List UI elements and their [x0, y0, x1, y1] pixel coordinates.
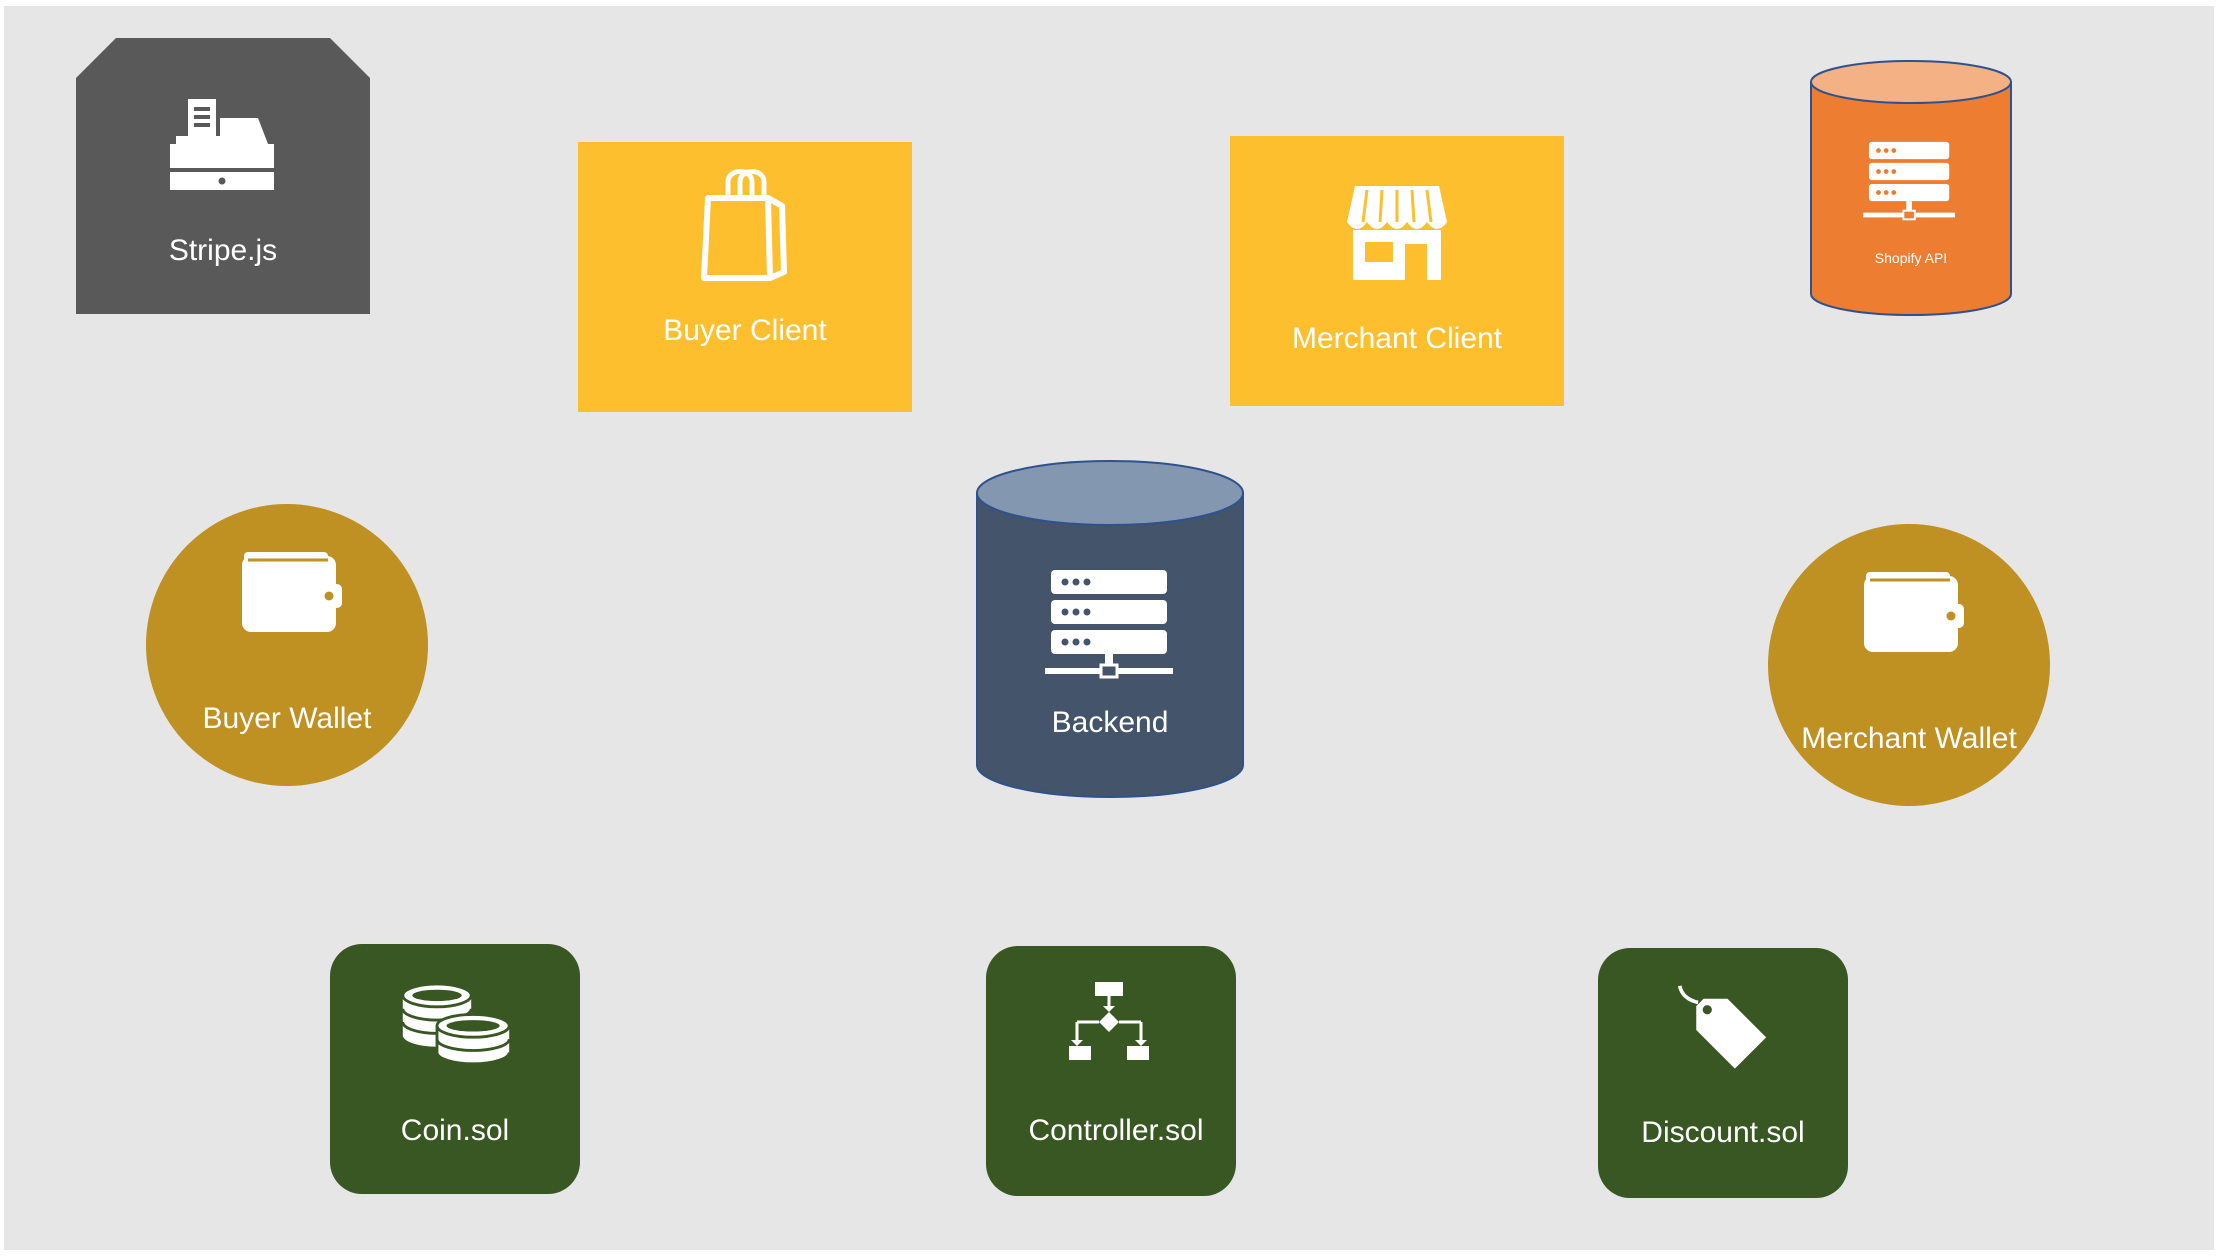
stripe-node: Stripe.js — [76, 38, 370, 314]
coins-icon — [401, 982, 511, 1066]
merchant-wallet-label: Merchant Wallet — [1801, 722, 2017, 755]
wallet-icon — [1864, 572, 1964, 652]
controller-sol-label: Controller.sol — [1028, 1114, 1204, 1147]
controller-sol-node: Controller.sol — [986, 946, 1236, 1196]
merchant-client-node: Merchant Client — [1230, 136, 1564, 406]
discount-sol-node: Discount.sol — [1598, 948, 1848, 1198]
storefront-icon — [1347, 186, 1447, 280]
backend-node: Backend — [976, 460, 1244, 800]
shopify-api-label: Shopify API — [1874, 250, 1948, 266]
merchant-client-label: Merchant Client — [1291, 322, 1503, 355]
cash-register-icon — [170, 99, 274, 190]
shopping-bag-icon — [701, 169, 787, 281]
wallet-icon — [242, 552, 342, 632]
stripe-label: Stripe.js — [168, 234, 278, 267]
buyer-wallet-node: Buyer Wallet — [146, 504, 428, 786]
coin-sol-label: Coin.sol — [400, 1114, 510, 1147]
buyer-client-label: Buyer Client — [663, 314, 827, 347]
shopify-api-node: Shopify API — [1810, 60, 2012, 316]
diagram-canvas: Stripe.js Buyer Client Merchant Client — [4, 6, 2214, 1250]
server-icon — [1045, 570, 1173, 679]
buyer-wallet-label: Buyer Wallet — [202, 702, 372, 735]
server-icon — [1863, 141, 1955, 221]
discount-sol-label: Discount.sol — [1641, 1116, 1805, 1149]
coin-sol-node: Coin.sol — [330, 944, 580, 1194]
merchant-wallet-node: Merchant Wallet — [1768, 524, 2050, 806]
price-tag-icon — [1677, 985, 1767, 1069]
flowchart-icon — [1069, 982, 1149, 1060]
buyer-client-node: Buyer Client — [578, 142, 912, 412]
backend-label: Backend — [1051, 706, 1169, 739]
